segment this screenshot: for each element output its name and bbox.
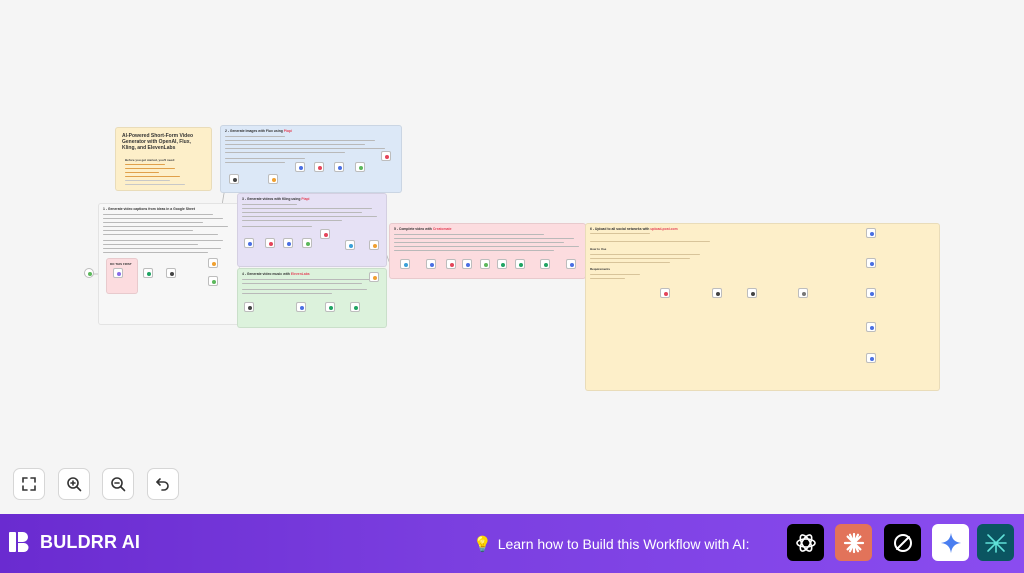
- openai-caption-node[interactable]: [166, 268, 176, 278]
- brand-name: BULDRR AI: [40, 531, 141, 552]
- merge-node-2[interactable]: [400, 259, 410, 269]
- gmail-node[interactable]: [566, 259, 576, 269]
- chatgpt-icon: [795, 533, 816, 552]
- group-2-title: 2 - Generate Images with Flux using Piap…: [225, 129, 292, 133]
- code-node-4[interactable]: [369, 272, 379, 282]
- code-node-2[interactable]: [268, 174, 278, 184]
- download-video-node[interactable]: [660, 288, 670, 298]
- intro-sticky-note: AI-Powered Short-Form Video Generator wi…: [115, 127, 212, 191]
- group-4-title: 4 - Generate video music with ElevenLabs: [242, 272, 310, 276]
- creatomate-node[interactable]: [426, 259, 436, 269]
- group-3-title: 3 - Generate videos with Kling using Pia…: [242, 197, 310, 201]
- buldrr-logo-icon: [9, 532, 29, 552]
- workflow-canvas[interactable]: AI-Powered Short-Form Video Generator wi…: [0, 0, 1024, 514]
- edit-note-label: DO THIS FIRST: [110, 262, 132, 266]
- if-node-1[interactable]: [355, 162, 365, 172]
- lightbulb-icon: 💡: [473, 536, 492, 553]
- code-node-3[interactable]: [369, 240, 379, 250]
- openai-music-node[interactable]: [244, 302, 254, 312]
- gemini-button[interactable]: [932, 524, 969, 561]
- sheets-update-node[interactable]: [515, 259, 525, 269]
- zoom-out-icon: [111, 477, 126, 492]
- edit-fields-node[interactable]: [113, 268, 123, 278]
- zoom-out-button[interactable]: [102, 468, 134, 500]
- wait-node-5[interactable]: [446, 259, 456, 269]
- chatgpt-button[interactable]: [787, 524, 824, 561]
- zoom-in-icon: [67, 477, 82, 492]
- google-sheets-node[interactable]: [143, 268, 153, 278]
- gemini-icon: [940, 532, 961, 553]
- tiktok-node[interactable]: [866, 228, 876, 238]
- instagram-node[interactable]: [866, 258, 876, 268]
- openai-image-node[interactable]: [229, 174, 239, 184]
- deepseek-icon: [984, 533, 1007, 553]
- perplexity-icon: [893, 533, 912, 552]
- how-to-use-heading: How to Use: [590, 247, 607, 251]
- claude-icon: [843, 532, 864, 553]
- intro-note-title: AI-Powered Short-Form Video Generator wi…: [122, 133, 194, 151]
- drive-node-3[interactable]: [497, 259, 507, 269]
- youtube-upload-node[interactable]: [712, 288, 722, 298]
- wait-node-1[interactable]: [314, 162, 324, 172]
- upload-post-node[interactable]: [747, 288, 757, 298]
- linkedin-node[interactable]: [866, 288, 876, 298]
- read-binary-node[interactable]: [798, 288, 808, 298]
- facebook-node[interactable]: [866, 322, 876, 332]
- wait-node-3[interactable]: [265, 238, 275, 248]
- requirements-heading: Requirements: [590, 267, 611, 271]
- sheets-node-2[interactable]: [540, 259, 550, 269]
- learn-text: Learn how to Build this Workflow with AI…: [497, 536, 750, 552]
- webhook-node-1[interactable]: [208, 276, 218, 286]
- x-node[interactable]: [866, 353, 876, 363]
- group-2-images: 2 - Generate Images with Flux using Piap…: [220, 125, 402, 193]
- intro-note-subtitle: Before you get started, you'll need:: [125, 158, 176, 162]
- fit-view-icon: [22, 477, 36, 491]
- learn-prompt: 💡 Learn how to Build this Workflow with …: [473, 535, 750, 553]
- group-6-upload: 6 - Upload to all social networks with u…: [585, 223, 940, 391]
- group-1-title: 1 - Generate video captions from ideas i…: [103, 207, 195, 211]
- fit-view-button[interactable]: [13, 468, 45, 500]
- flux-request-node[interactable]: [295, 162, 305, 172]
- brand[interactable]: BULDRR AI: [8, 530, 140, 554]
- wait-node-4[interactable]: [320, 229, 330, 239]
- merge-node[interactable]: [345, 240, 355, 250]
- drive-upload-node[interactable]: [325, 302, 335, 312]
- group-4-music: 4 - Generate video music with ElevenLabs: [237, 268, 387, 328]
- kling-status-node[interactable]: [283, 238, 293, 248]
- kling-request-node[interactable]: [244, 238, 254, 248]
- group-6-title: 6 - Upload to all social networks with u…: [590, 227, 678, 231]
- group-5-title: 5 - Complete video with Creatomate: [394, 227, 452, 231]
- undo-icon: [156, 478, 169, 491]
- if-node-3[interactable]: [480, 259, 490, 269]
- if-node-2[interactable]: [302, 238, 312, 248]
- footer-banner: BULDRR AI 💡 Learn how to Build this Work…: [0, 514, 1024, 573]
- render-status-node[interactable]: [462, 259, 472, 269]
- group-1-captions: 1 - Generate video captions from ideas i…: [98, 203, 240, 325]
- elevenlabs-node[interactable]: [296, 302, 306, 312]
- group-5-complete: 5 - Complete video with Creatomate: [389, 223, 586, 279]
- reset-zoom-button[interactable]: [147, 468, 179, 500]
- perplexity-button[interactable]: [884, 524, 921, 561]
- code-node-1[interactable]: [208, 258, 218, 268]
- wait-node-2[interactable]: [381, 151, 391, 161]
- flux-status-node[interactable]: [334, 162, 344, 172]
- drive-share-node[interactable]: [350, 302, 360, 312]
- claude-button[interactable]: [835, 524, 872, 561]
- zoom-in-button[interactable]: [58, 468, 90, 500]
- manual-trigger-node[interactable]: [84, 268, 94, 278]
- deepseek-button[interactable]: [977, 524, 1014, 561]
- group-3-videos: 3 - Generate videos with Kling using Pia…: [237, 193, 387, 267]
